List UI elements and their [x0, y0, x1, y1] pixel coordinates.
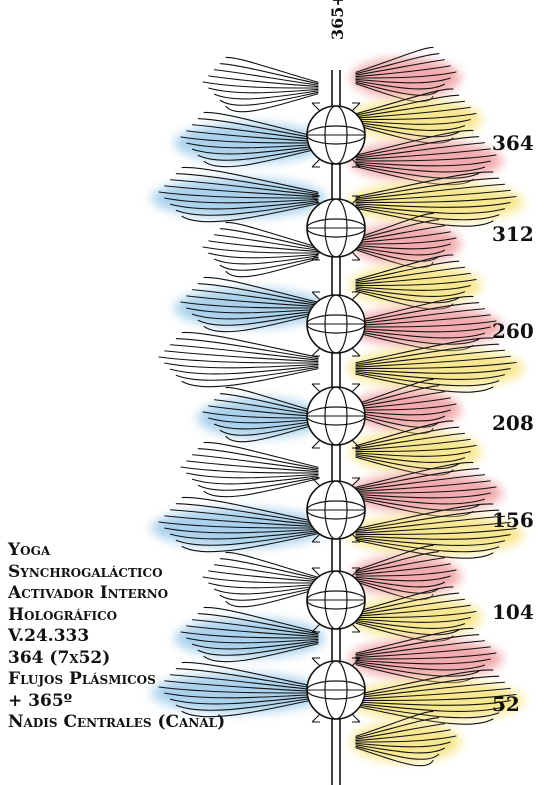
- caption-line-6: 364 (7x52): [8, 648, 268, 670]
- sphere-4-cross-2: [312, 440, 320, 448]
- scale-number-260: 260: [492, 321, 534, 341]
- caption-line-4: Holográfico: [8, 605, 268, 627]
- tuft-strand-L-7-5: [187, 473, 318, 478]
- caption-line-8: + 365º: [8, 691, 268, 713]
- sphere-3-cross-3: [352, 348, 360, 356]
- sphere-7-cross-3: [352, 714, 360, 722]
- tuft-strand-L-5-5: [165, 363, 318, 368]
- sphere-7-cross-2: [312, 714, 320, 722]
- top-label: 365+: [328, 0, 347, 40]
- sphere-4-cross-1: [352, 384, 360, 392]
- tuft-strand-L-3-1: [220, 229, 318, 249]
- caption-line-3: Activador Interno: [8, 583, 268, 605]
- caption-line-2: Synchrogaláctico: [8, 562, 268, 584]
- caption-line-9: Nadis Centrales (Canal): [8, 712, 268, 734]
- scale-number-312: 312: [492, 224, 534, 244]
- tuft-strand-L-3-5: [209, 253, 318, 258]
- scale-number-52: 52: [492, 694, 520, 714]
- caption-block: Yoga Synchrogaláctico Activador Interno …: [8, 540, 268, 734]
- scale-number-208: 208: [492, 413, 534, 433]
- tuft-strand-L-0-5: [209, 88, 318, 93]
- scale-number-104: 104: [492, 602, 534, 622]
- caption-line-7: Flujos Plásmicos: [8, 669, 268, 691]
- sphere-4-cross-0: [312, 384, 320, 392]
- scale-number-364: 364: [492, 133, 534, 153]
- sphere-1-cross-0: [312, 103, 320, 111]
- tuft-strand-L-0-8: [226, 94, 318, 112]
- scale-number-156: 156: [492, 510, 534, 530]
- tuft-strand-L-7-0: [204, 442, 318, 467]
- tuft-strand-L-0-1: [220, 64, 318, 84]
- sphere-6-cross-0: [312, 568, 320, 576]
- tuft-strand-L-5-0: [182, 332, 318, 357]
- caption-line-1: Yoga: [8, 540, 268, 562]
- sphere-3-cross-2: [312, 348, 320, 356]
- caption-line-5: V.24.333: [8, 626, 268, 648]
- sphere-1-cross-2: [312, 159, 320, 167]
- sphere-7-cross-0: [312, 658, 320, 666]
- tuft-strand-L-3-8: [226, 259, 318, 277]
